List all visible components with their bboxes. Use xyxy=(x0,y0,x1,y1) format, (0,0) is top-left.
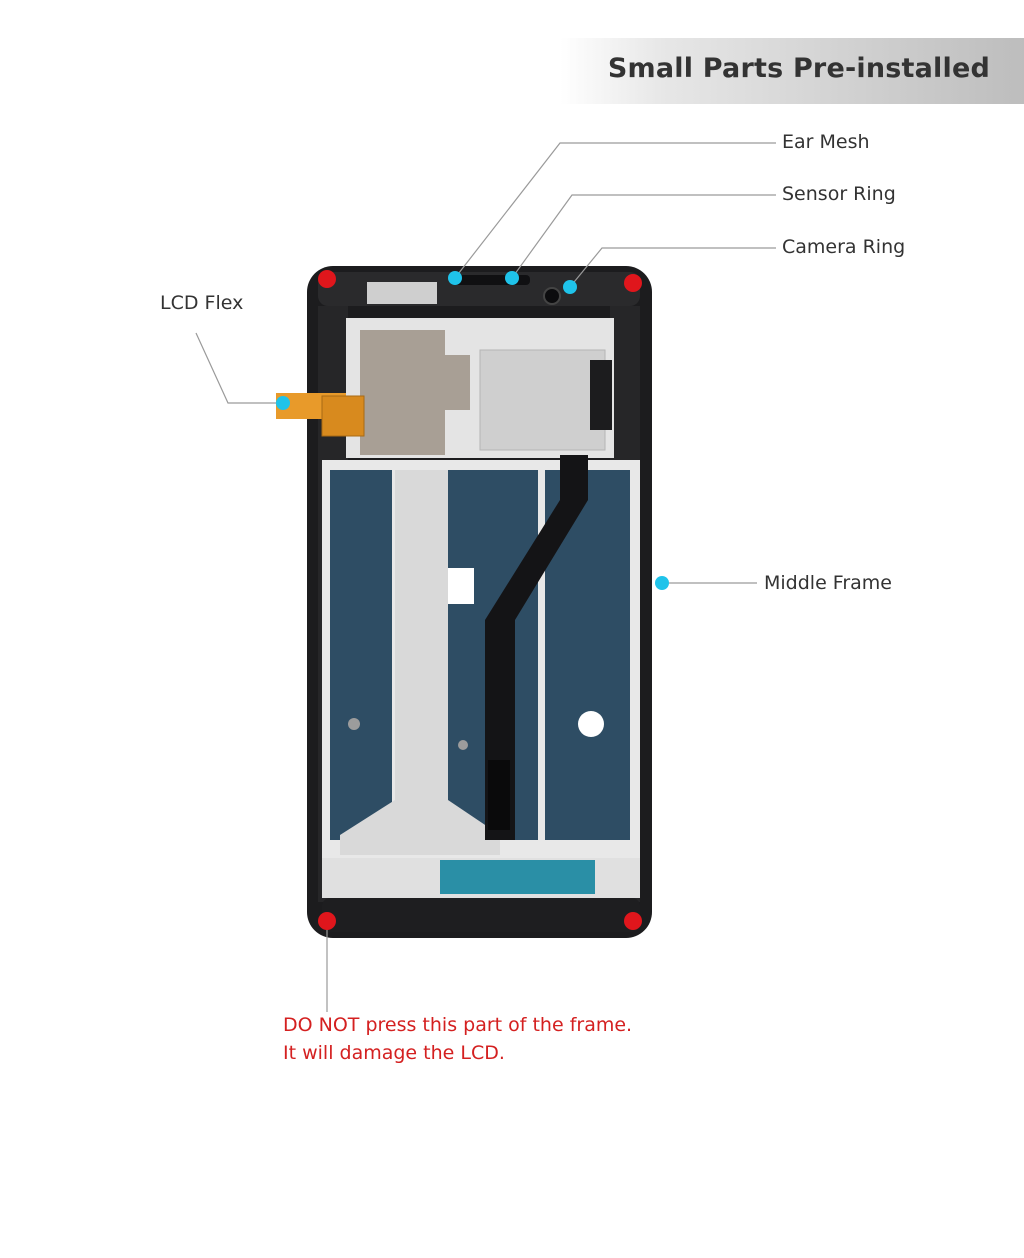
textured-shield xyxy=(360,330,470,455)
left-blue-panel xyxy=(330,470,392,840)
camera-ring-leader xyxy=(569,247,776,288)
ear-mesh-label: Ear Mesh xyxy=(782,131,870,153)
cutout-circle xyxy=(578,711,604,737)
bottom-bezel xyxy=(322,898,640,932)
lcd-flex-leader xyxy=(195,332,283,404)
ear-mesh-leader xyxy=(454,142,776,279)
sensor-ring-leader xyxy=(511,194,776,279)
screw-center xyxy=(458,740,468,750)
main-flex-cable xyxy=(485,455,588,840)
right-shield xyxy=(479,349,606,451)
corner-marker-top-right xyxy=(624,274,642,292)
top-bracket xyxy=(367,282,437,304)
cutout-square xyxy=(448,568,474,604)
front-camera-hole xyxy=(543,287,561,305)
warning-line-2: It will damage the LCD. xyxy=(283,1042,505,1064)
lcd-flex-label: LCD Flex xyxy=(160,292,244,314)
banner-title: Small Parts Pre-installed xyxy=(607,53,990,84)
screw-left xyxy=(348,718,360,730)
corner-marker-bottom-left xyxy=(318,912,336,930)
corner-marker-top-left xyxy=(318,270,336,288)
sensor-ring-label: Sensor Ring xyxy=(782,183,896,205)
middle-frame-label: Middle Frame xyxy=(764,572,892,594)
lcd-flex-connector xyxy=(321,395,365,437)
sensor-ring-marker xyxy=(505,271,519,285)
header-banner: Small Parts Pre-installed xyxy=(560,38,1024,104)
flex-label xyxy=(488,760,510,830)
camera-ring-marker xyxy=(563,280,577,294)
lcd-flex-marker xyxy=(276,396,290,410)
silver-t-bracket xyxy=(340,470,500,855)
corner-marker-bottom-right xyxy=(624,912,642,930)
middle-frame-marker xyxy=(655,576,669,590)
ear-mesh-marker xyxy=(448,271,462,285)
camera-ring-label: Camera Ring xyxy=(782,236,906,258)
bottom-blue-strip xyxy=(440,860,595,894)
shield-clip xyxy=(590,360,612,430)
warning-line-1: DO NOT press this part of the frame. xyxy=(283,1014,633,1036)
warning-note: DO NOT press this part of the frame. It … xyxy=(283,1011,632,1067)
